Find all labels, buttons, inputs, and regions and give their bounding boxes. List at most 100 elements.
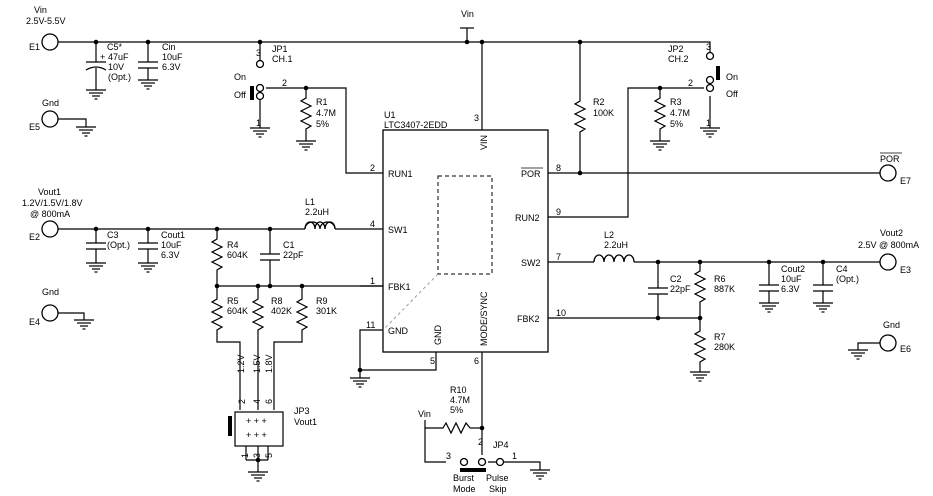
ground-icon xyxy=(649,140,671,151)
pin-name-vin: VIN xyxy=(479,135,489,150)
r2-val: 100K xyxy=(593,108,614,118)
svg-text:2: 2 xyxy=(282,78,287,88)
c5-volt: 10V xyxy=(108,62,124,72)
svg-text:4: 4 xyxy=(252,399,262,404)
ground-icon xyxy=(249,127,271,138)
r7-val: 280K xyxy=(714,342,735,352)
c1-val: 22pF xyxy=(283,250,304,260)
r9-ref: R9 xyxy=(316,296,328,306)
ground-icon xyxy=(529,469,551,480)
svg-text:+ + +: + + + xyxy=(246,430,267,440)
pin-num-gnd: 11 xyxy=(366,320,375,330)
capacitor-symbols xyxy=(85,61,833,295)
svg-text:E6: E6 xyxy=(900,344,911,354)
ground-icon xyxy=(85,262,107,273)
r10-val: 4.7M xyxy=(450,395,470,405)
l1-val: 2.2uH xyxy=(305,207,329,217)
svg-text:1.2V: 1.2V xyxy=(236,354,246,373)
pin-name-run2: RUN2 xyxy=(515,213,540,223)
ground-icon xyxy=(137,262,159,273)
cout1-volt: 6.3V xyxy=(161,250,180,260)
component-labels: C5* + 47uF 10V (Opt.) Cin 10uF 6.3V C3 (… xyxy=(100,42,859,415)
svg-text:3: 3 xyxy=(706,42,711,52)
pin-num-mode: 6 xyxy=(474,356,479,366)
svg-text:Vin: Vin xyxy=(418,409,431,419)
svg-text:1.2V/1.5V/1.8V: 1.2V/1.5V/1.8V xyxy=(22,198,83,208)
r5-val: 604K xyxy=(227,306,248,316)
ic-part: LTC3407-2EDD xyxy=(384,120,448,130)
cout2-volt: 6.3V xyxy=(781,284,800,294)
l2-val: 2.2uH xyxy=(604,240,628,250)
jumper-jp3[interactable]: + + + + + + 1.2V 1.5V 1.8V 2 4 6 1 3 5 J… xyxy=(228,354,317,458)
terminal-e4: Gnd E4 xyxy=(29,287,59,327)
cin-val: 10uF xyxy=(162,52,183,62)
svg-text:2.5V @ 800mA: 2.5V @ 800mA xyxy=(858,240,919,250)
pin-num-por: 8 xyxy=(556,163,561,173)
svg-text:E2: E2 xyxy=(29,232,40,242)
r2-zigzag xyxy=(573,98,587,135)
pin-name-gnd: GND xyxy=(388,326,409,336)
svg-text:Vout1: Vout1 xyxy=(38,187,61,197)
terminal-e5: Gnd E5 xyxy=(29,98,59,132)
svg-text:JP3: JP3 xyxy=(294,406,310,416)
svg-text:2: 2 xyxy=(688,78,693,88)
vin-top-label: Vin xyxy=(461,9,474,19)
cout2-val: 10uF xyxy=(781,274,802,284)
r5-zigzag xyxy=(210,296,224,333)
ground-icon xyxy=(349,377,371,388)
svg-text:Vin: Vin xyxy=(34,5,47,15)
r9-val: 301K xyxy=(316,306,337,316)
ground-icon xyxy=(73,319,95,330)
svg-text:1.5V: 1.5V xyxy=(252,354,262,373)
pin-num-gnd-bottom: 5 xyxy=(430,356,435,366)
c4-ref: C4 xyxy=(836,264,848,274)
cout1-ref: Cout1 xyxy=(161,230,185,240)
svg-text:Gnd: Gnd xyxy=(42,98,59,108)
pin-num-fbk2: 10 xyxy=(556,308,566,318)
jumper-jp4[interactable]: Vin JP4 3 2 1 Burst Mode Pulse Skip xyxy=(418,409,517,494)
svg-text:On: On xyxy=(234,72,246,82)
svg-text:@ 800mA: @ 800mA xyxy=(30,209,70,219)
ground-icon xyxy=(247,471,269,482)
r8-ref: R8 xyxy=(271,296,283,306)
pin-name-fbk2: FBK2 xyxy=(517,314,540,324)
pin-name-sw1: SW1 xyxy=(388,225,408,235)
svg-text:2: 2 xyxy=(478,437,483,447)
svg-text:3: 3 xyxy=(252,453,262,458)
r1-tol: 5% xyxy=(316,119,329,129)
svg-text:2.5V-5.5V: 2.5V-5.5V xyxy=(26,16,66,26)
svg-text:6: 6 xyxy=(264,399,274,404)
wires xyxy=(58,27,880,470)
r1-zigzag xyxy=(299,95,313,132)
svg-text:1: 1 xyxy=(256,118,261,128)
r8-zigzag xyxy=(251,296,265,333)
ic-ref: U1 xyxy=(384,110,396,120)
svg-text:3: 3 xyxy=(446,451,451,461)
r5-ref: R5 xyxy=(227,296,239,306)
jumper-jp2[interactable]: JP2 CH.2 On Off 3 2 1 xyxy=(668,42,738,128)
ground-icon xyxy=(75,126,97,137)
svg-text:1: 1 xyxy=(706,118,711,128)
ground-symbols xyxy=(73,79,869,482)
c2-val: 22pF xyxy=(670,284,691,294)
l1-ref: L1 xyxy=(305,197,315,207)
jumper-jp1[interactable]: JP1 CH.1 On Off 3 2 1 xyxy=(234,44,293,128)
ground-icon xyxy=(85,89,107,100)
l2-coil xyxy=(593,254,635,263)
svg-text:+ + +: + + + xyxy=(246,416,267,426)
r6-zigzag xyxy=(693,268,707,305)
cout1-val: 10uF xyxy=(161,240,182,250)
c3-val: (Opt.) xyxy=(107,240,130,250)
pin-name-gnd-bottom: GND xyxy=(433,325,443,346)
r6-ref: R6 xyxy=(714,274,726,284)
r9-zigzag xyxy=(295,296,309,333)
resistor-symbols xyxy=(210,95,707,435)
pin-num-run2: 9 xyxy=(556,207,561,217)
ground-icon xyxy=(847,349,869,360)
r8-val: 402K xyxy=(271,306,292,316)
svg-text:2: 2 xyxy=(237,399,247,404)
c3-ref: C3 xyxy=(107,230,119,240)
ground-icon xyxy=(699,127,721,138)
l2-ref: L2 xyxy=(604,230,614,240)
svg-text:1.8V: 1.8V xyxy=(264,354,274,373)
